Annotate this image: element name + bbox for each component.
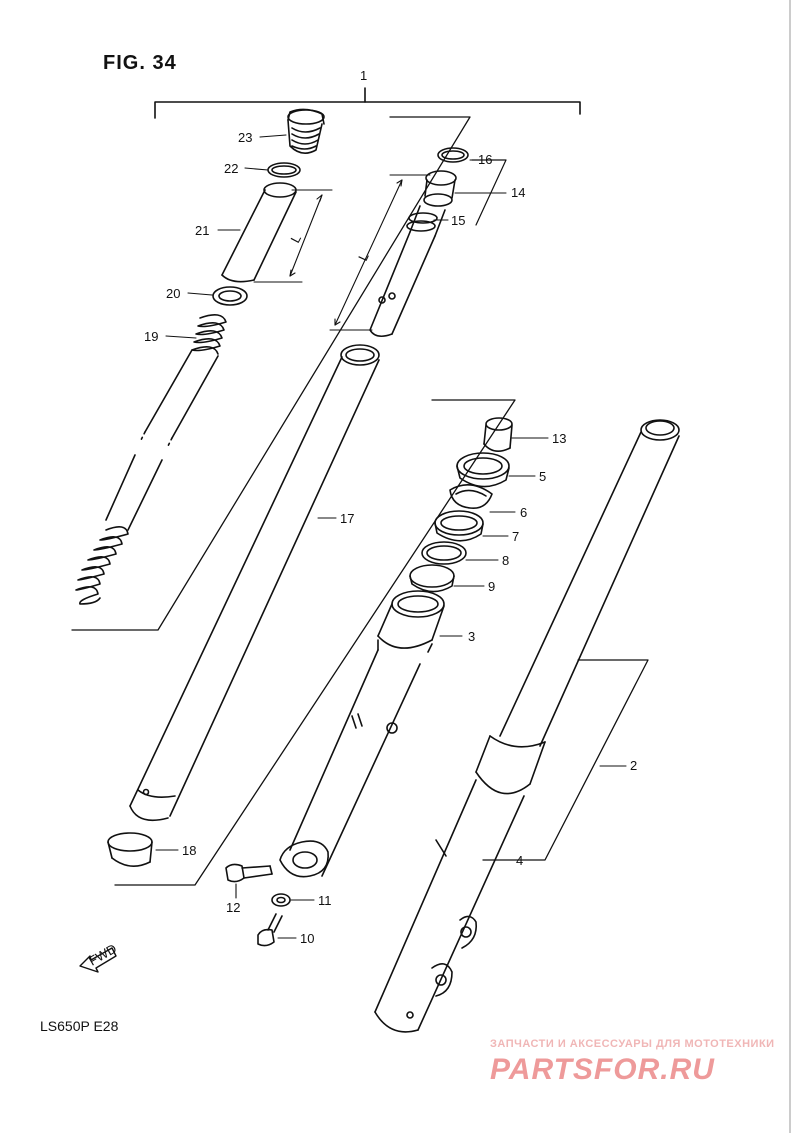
rod-length-dimension: [329, 174, 431, 331]
ring-16: [437, 147, 469, 163]
callout-1: 1: [360, 68, 367, 83]
callout-8: 8: [502, 553, 509, 568]
callout-6: 6: [520, 505, 527, 520]
figure-title: FIG. 34: [103, 52, 177, 74]
group-boundary-outer-tube: [114, 399, 516, 886]
leader-lines: [155, 134, 627, 939]
callout-15: 15: [451, 213, 465, 228]
oil-lock-piece-13: [483, 417, 513, 452]
callout-18: 18: [182, 843, 196, 858]
oil-seal-5: [456, 452, 510, 488]
callout-13: 13: [552, 431, 566, 446]
callout-23: 23: [238, 130, 252, 145]
callout-21: 21: [195, 223, 209, 238]
model-code: LS650P E28: [40, 1018, 119, 1034]
outer-tube-3: [279, 590, 445, 878]
fork-spring-19: [75, 314, 227, 605]
damper-rod-14: [369, 170, 457, 338]
guide-bushing-18: [107, 832, 153, 867]
callout-7: 7: [512, 529, 519, 544]
callout-2: 2: [630, 758, 637, 773]
inner-tube-17: [129, 344, 380, 822]
ring-9: [409, 564, 455, 593]
outer-tube-4: [374, 735, 546, 1033]
forward-arrow-icon: [79, 947, 117, 973]
assembly-bracket: [154, 87, 581, 119]
callout-17: 17: [340, 511, 354, 526]
watermark-logo: PARTSFOR.RU: [490, 1053, 715, 1086]
callout-22: 22: [224, 161, 238, 176]
callout-16: 16: [478, 152, 492, 167]
drain-bolt-10: [257, 913, 283, 947]
callout-11: 11: [318, 893, 332, 908]
callout-9: 9: [488, 579, 495, 594]
inner-tube-2: [499, 419, 680, 747]
washer-11: [271, 893, 291, 907]
washer-20: [212, 286, 248, 306]
callout-20: 20: [166, 286, 180, 301]
rod-length-label: L: [355, 250, 372, 263]
spacer-21: [221, 182, 297, 283]
callout-numbers: 1 2 3 4 5 6 7 8 9 10 11 12 13 14 15 16 1…: [144, 68, 637, 946]
callout-14: 14: [511, 185, 525, 200]
callout-4: 4: [516, 853, 523, 868]
callout-bracket-14: [471, 159, 507, 226]
bolt-12: [225, 863, 273, 883]
watermark-tagline: ЗАПЧАСТИ И АКСЕССУАРЫ ДЛЯ МОТОТЕХНИКИ: [490, 1038, 775, 1050]
callout-5: 5: [539, 469, 546, 484]
callout-19: 19: [144, 329, 158, 344]
callout-12: 12: [226, 900, 240, 915]
cap-bolt-23: [287, 108, 325, 154]
spacer-length-label: L: [287, 232, 304, 245]
retainer-6: [449, 484, 493, 510]
spacer-length-dimension: [253, 189, 333, 283]
ring-8: [421, 541, 467, 565]
group-boundary-right-leg: [482, 659, 649, 861]
group-boundary-inner-parts: [71, 116, 471, 631]
callout-10: 10: [300, 931, 314, 946]
callout-3: 3: [468, 629, 475, 644]
slide-bushing-7: [434, 510, 484, 542]
